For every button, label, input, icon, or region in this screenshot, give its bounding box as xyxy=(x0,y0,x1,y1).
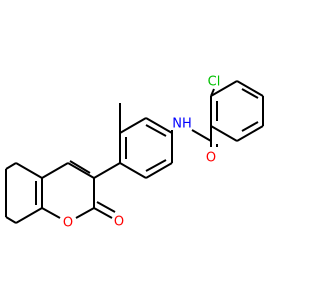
bond xyxy=(41,207,61,219)
bond xyxy=(5,216,17,224)
chlorine-label: Cl xyxy=(208,75,221,90)
bond xyxy=(93,162,121,179)
bond xyxy=(96,201,116,213)
bond xyxy=(15,207,43,224)
atom-labels: Cl NH O O O xyxy=(63,75,220,231)
bond xyxy=(41,162,69,179)
bond xyxy=(145,117,173,134)
molecule-structure: Cl NH O O O xyxy=(5,75,264,231)
ring-oxygen-label: O xyxy=(63,216,73,231)
bond xyxy=(69,160,91,174)
bond xyxy=(241,88,259,99)
bond xyxy=(210,125,238,142)
bond xyxy=(236,125,264,142)
bond xyxy=(5,162,17,170)
bond xyxy=(191,129,212,142)
bond xyxy=(145,162,173,179)
bond xyxy=(241,121,259,132)
bond xyxy=(145,159,167,172)
carbonyl-oxygen-label: O xyxy=(114,215,124,230)
amide-oxygen-label: O xyxy=(206,151,216,166)
bond xyxy=(119,117,147,134)
bond xyxy=(93,207,113,219)
amide-nh-label: NH xyxy=(172,117,192,132)
bond xyxy=(210,88,215,97)
bond xyxy=(75,207,95,219)
bond xyxy=(119,162,147,179)
bond xyxy=(236,80,264,97)
bonds xyxy=(5,80,264,224)
bond xyxy=(145,124,167,137)
bond xyxy=(15,162,43,179)
bond xyxy=(210,80,238,97)
bond xyxy=(67,162,95,179)
